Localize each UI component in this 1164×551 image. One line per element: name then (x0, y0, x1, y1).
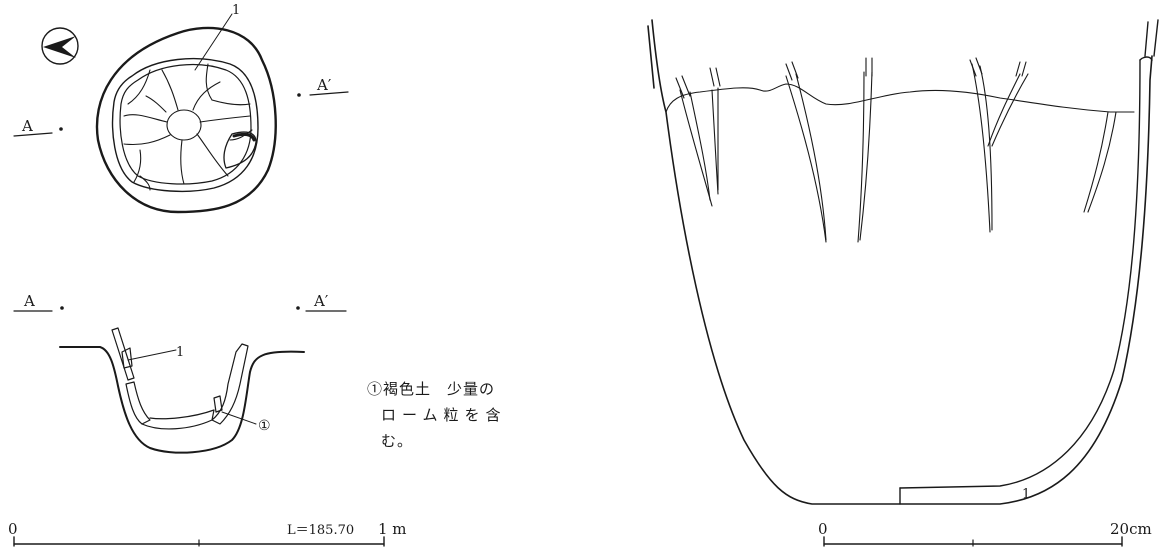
pot-profile: 1 (647, 19, 1159, 505)
section-layer-circle: ① (258, 418, 271, 434)
pot-layer-number: 1 (1022, 487, 1030, 502)
scale-bar-right: 0 20cm (818, 520, 1152, 547)
vessel-section (111, 327, 249, 430)
pit-outline (95, 26, 277, 214)
scale-bar-left: 0 L＝185.70 1 m (8, 520, 407, 547)
sherd-cracks (123, 63, 253, 191)
plan-section-label-right: A′ (316, 76, 332, 94)
detached-sherd (223, 131, 257, 169)
pot-broken-edge (665, 83, 1135, 113)
plan-view: 1 A A′ (13, 3, 349, 214)
legend-line-1: ①褐色土 少量の (367, 380, 496, 398)
pot-cracks (679, 63, 1117, 243)
pot-inner-wall (899, 59, 1141, 489)
plan-section-label-left: A (21, 117, 33, 135)
legend-line-2: ローム粒を含 (381, 406, 507, 424)
scale-right-zero: 0 (818, 520, 828, 538)
scale-right-end: 20cm (1110, 520, 1152, 538)
layer-legend: ①褐色土 少量の ローム粒を含 む。 (367, 376, 507, 454)
section-layer-number: 1 (176, 345, 184, 360)
scale-left-end: 1 m (378, 520, 407, 538)
section-label-right: A′ (313, 292, 329, 310)
pot-outer-wall (651, 19, 1153, 505)
north-arrow-icon (41, 27, 79, 65)
vessel-rim (111, 57, 259, 193)
plan-layer-number: 1 (232, 3, 240, 18)
section-label-left: A (23, 292, 35, 310)
pit-profile (59, 346, 305, 454)
legend-line-3: む。 (381, 432, 414, 450)
section-view: A A′ 1 ① (13, 292, 347, 454)
scale-left-elevation: L＝185.70 (287, 523, 354, 538)
scale-left-zero: 0 (8, 520, 18, 538)
